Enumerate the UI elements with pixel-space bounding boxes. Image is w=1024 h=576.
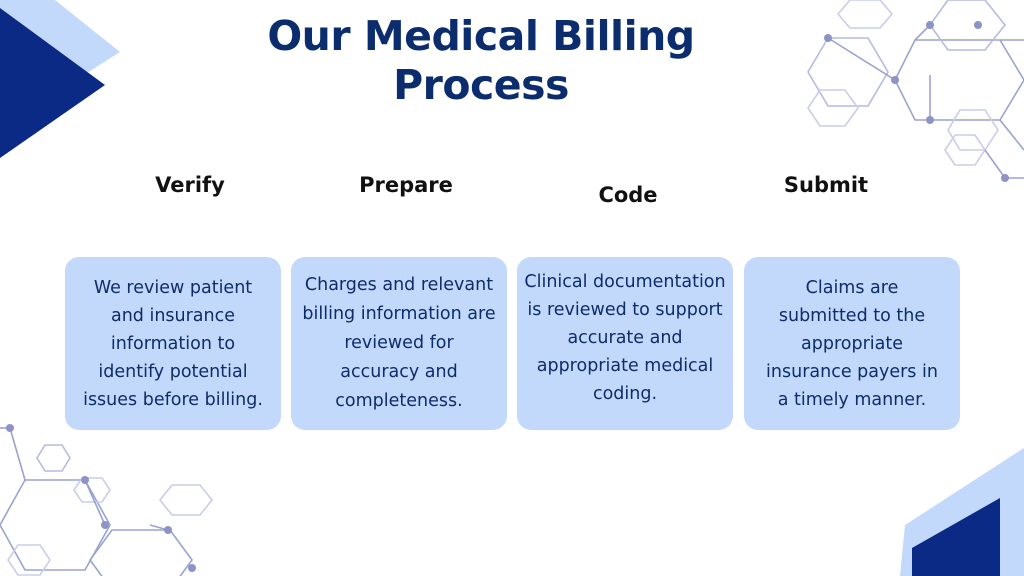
description-line: submitted to the [778, 305, 926, 326]
description-line: information to [110, 333, 236, 354]
top-left-dark-triangle [0, 8, 105, 158]
page-title-line-1: Our Medical Billing [267, 12, 695, 60]
description-line: reviewed for [344, 333, 454, 353]
step-title-submit: Submit [783, 173, 869, 197]
top-right-hex-network [807, 0, 1024, 179]
description-line: Clinical documentation [524, 271, 726, 292]
step-card-prepare: Charges and relevant billing information… [291, 257, 507, 430]
description-line: issues before billing. [83, 389, 263, 410]
step-title-verify: Verify [155, 173, 225, 197]
description-line: Charges and relevant [304, 275, 494, 295]
description-line: completeness. [335, 391, 463, 411]
bottom-right-dark-triangle [912, 498, 1000, 576]
description-line: a timely manner. [777, 389, 927, 410]
step-card-submit: Claims are submitted to the appropriate … [744, 257, 960, 430]
description-line: identify potential [98, 361, 248, 382]
description-line: We review patient [93, 277, 253, 298]
description-line: billing information are [302, 304, 496, 324]
step-card-verify: We review patient and insurance informat… [65, 257, 281, 430]
page-title: Our Medical Billing Process [0, 12, 962, 110]
bottom-left-hex-network [0, 427, 214, 576]
description-line: accuracy and [340, 362, 458, 382]
step-card-code: Clinical documentation is reviewed to su… [517, 257, 733, 430]
description-line: Claims are [805, 277, 899, 298]
description-line: appropriate medical [536, 355, 714, 376]
step-description-prepare: Charges and relevant billing information… [302, 271, 495, 416]
description-line: accurate and [567, 327, 683, 348]
description-line: and insurance [110, 305, 236, 326]
step-description-code: Clinical documentation is reviewed to su… [524, 268, 725, 408]
step-title-prepare: Prepare [359, 173, 453, 197]
description-line: is reviewed to support [527, 299, 723, 320]
step-description-verify: We review patient and insurance informat… [83, 274, 263, 414]
step-description-submit: Claims are submitted to the appropriate … [766, 274, 938, 414]
description-line: coding. [592, 383, 658, 404]
step-title-code: Code [598, 183, 658, 207]
page-title-line-2: Process [393, 61, 569, 109]
description-line: insurance payers in [766, 361, 938, 382]
description-line: appropriate [801, 333, 903, 354]
